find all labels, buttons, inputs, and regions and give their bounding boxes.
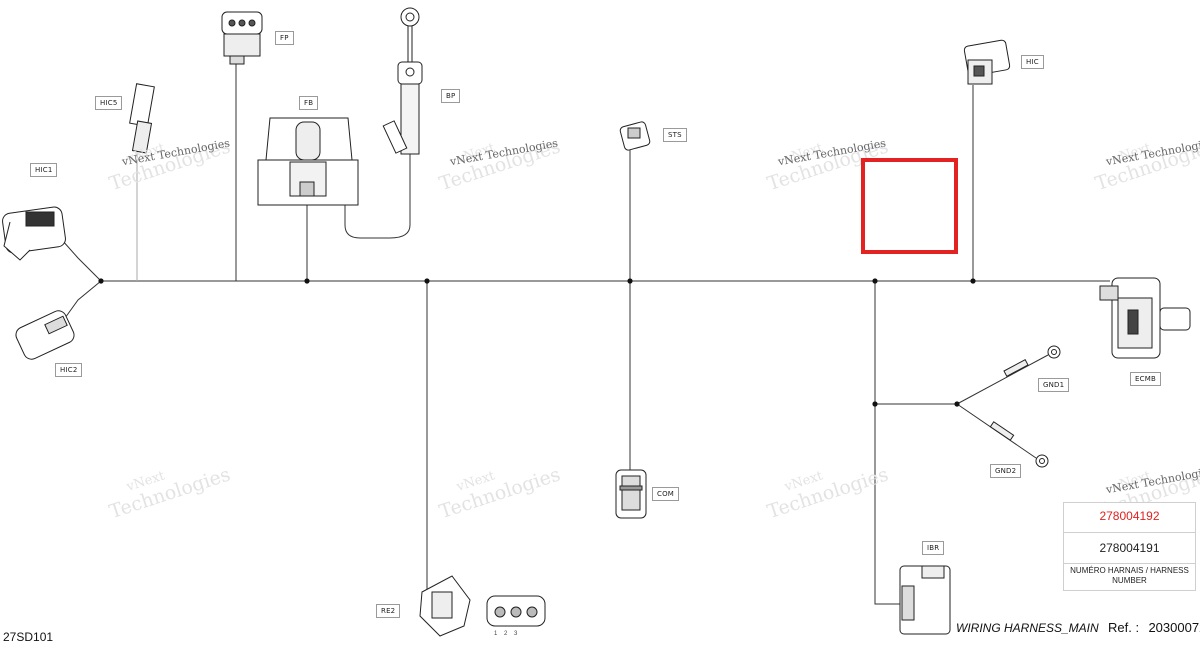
label-gnd1: GND1	[1038, 378, 1070, 392]
harness-number-box: 278004192 278004191 NUMÉRO HARNAIS / HAR…	[1063, 502, 1196, 591]
junction-dot	[954, 401, 960, 407]
wire-ibr	[874, 281, 900, 605]
harness-number-caption: NUMÉRO HARNAIS / HARNESS NUMBER	[1070, 566, 1189, 585]
connector-bp-drawing	[382, 7, 423, 155]
diagram-title-block: WIRING HARNESS_MAIN Ref. : 203000728	[956, 620, 1200, 635]
harness-number[interactable]: 278004191	[1099, 541, 1160, 555]
junction-dot	[424, 278, 430, 284]
label-com: COM	[652, 487, 680, 501]
junction-dot	[872, 278, 878, 284]
diagram-title: WIRING HARNESS_MAIN	[956, 621, 1099, 635]
diagram-code: 27SD101	[3, 630, 54, 644]
connector-hic2-drawing	[15, 310, 75, 360]
highlighted-harness-number[interactable]: 278004192	[1099, 509, 1160, 523]
connector-hic5-drawing	[129, 83, 155, 154]
label-hic: HIC	[1021, 55, 1044, 69]
connector-ibr-drawing	[899, 565, 951, 635]
highlight-box	[861, 158, 958, 254]
wire-gnd1	[956, 354, 1049, 405]
connector-ecmb-drawing	[1099, 277, 1191, 359]
junction-dot	[872, 401, 878, 407]
wire-hic2	[64, 280, 102, 319]
label-re2: RE2	[376, 604, 401, 618]
connector-hic-drawing	[963, 39, 1011, 85]
connector-fb-drawing	[257, 117, 359, 206]
divider	[1064, 532, 1195, 533]
wire-bp	[344, 120, 411, 239]
ref-value: 203000728	[1148, 620, 1200, 635]
divider	[1064, 563, 1195, 564]
label-ibr: IBR	[922, 541, 945, 555]
wire-hic1	[61, 239, 102, 282]
label-bp: BP	[441, 89, 461, 103]
label-hic5: HIC5	[95, 96, 123, 110]
junction-dot	[304, 278, 310, 284]
label-hic1: HIC1	[30, 163, 58, 177]
connector-hic1-drawing	[2, 206, 66, 261]
connector-re2-drawing	[419, 575, 546, 637]
label-hic2: HIC2	[55, 363, 83, 377]
label-ecmb: ECMB	[1130, 372, 1161, 386]
connector-fp-drawing	[221, 11, 263, 65]
junction-dot	[627, 278, 633, 284]
ground-terminals-drawing	[989, 345, 1061, 468]
junction-dot	[970, 278, 976, 284]
connector-com-drawing	[615, 469, 647, 519]
label-sts: STS	[663, 128, 687, 142]
ref-label: Ref. :	[1108, 620, 1140, 635]
pin-numbers: 1 2 3	[494, 631, 518, 637]
connector-sts-drawing	[619, 121, 651, 151]
label-fb: FB	[299, 96, 319, 110]
junction-dot	[98, 278, 104, 284]
label-gnd2: GND2	[990, 464, 1022, 478]
label-fp: FP	[275, 31, 294, 45]
